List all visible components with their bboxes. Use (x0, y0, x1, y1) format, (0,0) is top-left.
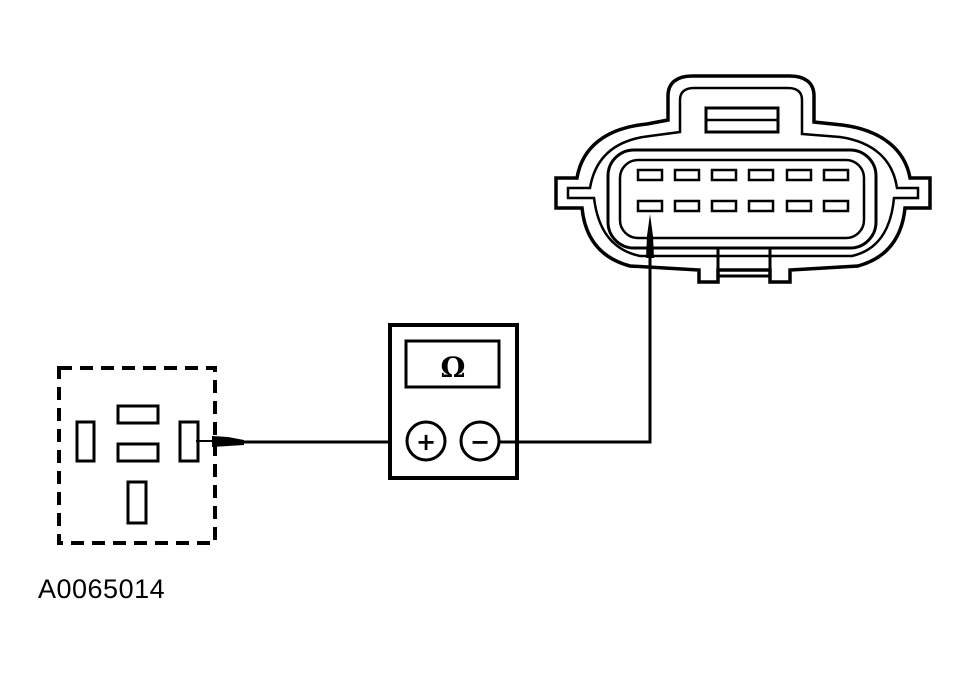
harness-connector (554, 74, 932, 284)
relay-terminal-left (75, 420, 96, 463)
negative-label: − (470, 428, 490, 456)
connector-shell-contour (566, 86, 920, 258)
connector-pin-field (618, 158, 866, 240)
positive-label: + (416, 428, 436, 456)
relay-terminal-right (178, 420, 200, 463)
connector-key-tab (716, 246, 772, 278)
multimeter: Ω + − (388, 323, 519, 480)
connector-inner-wall (606, 148, 878, 250)
relay-terminal-bottom (126, 480, 148, 525)
relay-socket (57, 366, 217, 545)
pin-row-top (636, 168, 850, 182)
positive-jack (405, 420, 447, 462)
relay-socket-outline (57, 366, 217, 545)
relay-probe (196, 436, 390, 447)
multimeter-display (404, 339, 501, 389)
multimeter-body (388, 323, 519, 480)
relay-terminal-mid-center (116, 442, 160, 463)
figure-id-label: A0065014 (38, 574, 166, 604)
connector-outer-shell (554, 74, 932, 284)
pin-row-bottom (636, 199, 850, 213)
ohm-symbol: Ω (441, 351, 466, 384)
relay-terminal-top-center (116, 404, 160, 425)
